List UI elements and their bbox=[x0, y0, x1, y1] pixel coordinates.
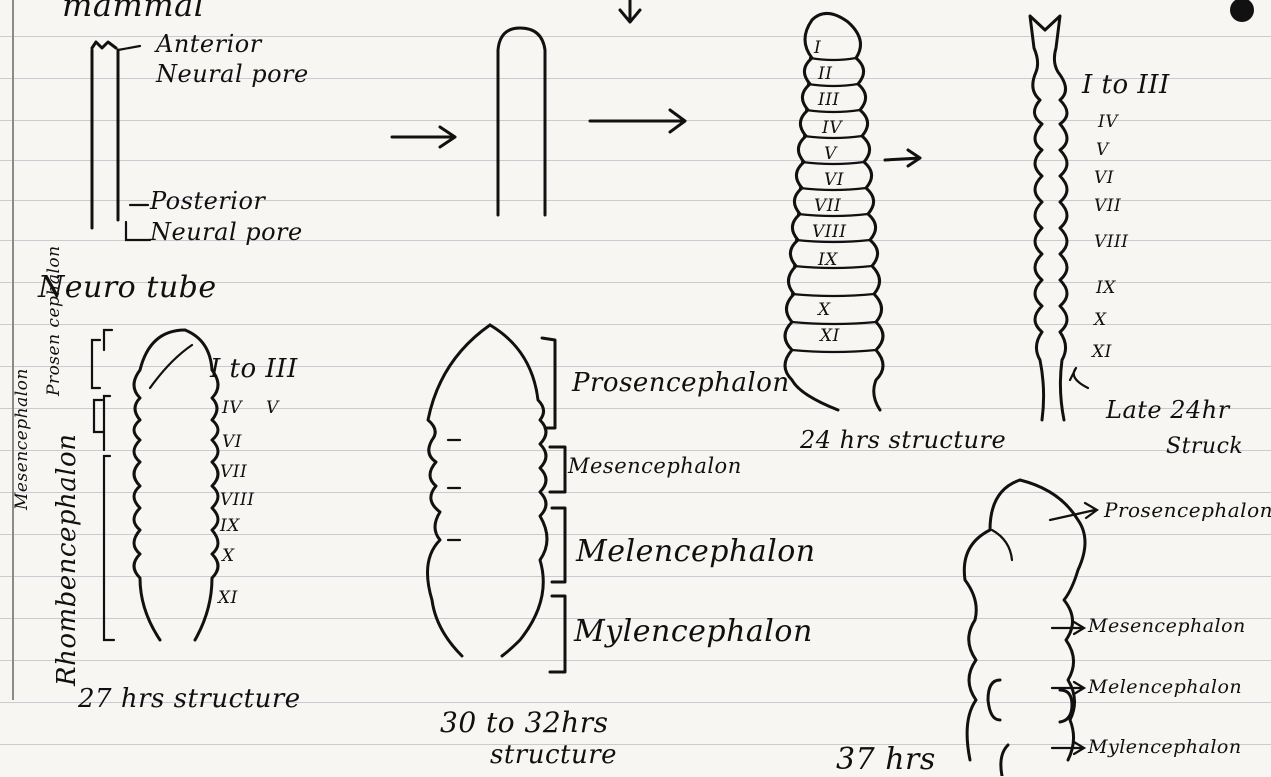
anterior-label: Anterior bbox=[156, 30, 262, 58]
caption-37hrs: 37 hrs bbox=[836, 742, 936, 777]
rhombencephalon-side-label: Rhombencephalon bbox=[52, 434, 82, 686]
tube-37hrs bbox=[964, 480, 1097, 776]
s27-somite-label: XI bbox=[218, 588, 238, 608]
arrow-1 bbox=[392, 127, 455, 147]
somite-label: I bbox=[814, 38, 821, 58]
s30-caption-b: structure bbox=[490, 740, 617, 770]
primitive-neural-tube bbox=[92, 42, 150, 240]
s27-somite-label: IV bbox=[222, 398, 242, 418]
tube-30-32hrs bbox=[428, 325, 566, 672]
s27-somite-label: X bbox=[222, 546, 235, 566]
s30-region-melencephalon: Melencephalon bbox=[576, 534, 816, 569]
somite-label: X bbox=[818, 300, 831, 320]
s30-region-mesencephalon: Mesencephalon bbox=[568, 454, 742, 478]
arrow-3 bbox=[885, 150, 920, 166]
down-arrow bbox=[620, 0, 640, 22]
prosencephalon-side-label: Prosen cephalon bbox=[44, 245, 64, 396]
posterior-label: Posterior bbox=[150, 187, 265, 215]
somite-label: V bbox=[824, 144, 837, 164]
s27-somite-label: V bbox=[266, 398, 279, 418]
somite-label: III bbox=[818, 90, 840, 110]
late24-somite-label: IX bbox=[1096, 278, 1116, 298]
late24-somite-label: VI bbox=[1094, 168, 1114, 188]
s30-region-prosencephalon: Prosencephalon bbox=[572, 368, 790, 398]
late24-range-label: I to III bbox=[1082, 70, 1170, 100]
late24-somite-label: X bbox=[1094, 310, 1107, 330]
s30-caption-a: 30 to 32hrs bbox=[440, 706, 608, 739]
s37-region-mesencephalon: Mesencephalon bbox=[1088, 615, 1246, 637]
closed-neural-tube bbox=[498, 28, 545, 215]
s37-region-mylencephalon: Mylencephalon bbox=[1088, 736, 1242, 758]
late24-somite-label: V bbox=[1096, 140, 1109, 160]
s37-region-prosencephalon: Prosencephalon bbox=[1104, 498, 1271, 522]
somite-label: IV bbox=[822, 118, 842, 138]
somite-label: VIII bbox=[812, 222, 846, 242]
somite-label: VII bbox=[814, 196, 841, 216]
late24-somite-label: VIII bbox=[1094, 232, 1128, 252]
late24-caption-b: Struck bbox=[1166, 434, 1243, 459]
caption-24hrs: 24 hrs structure bbox=[800, 426, 1006, 454]
somite-label: XI bbox=[820, 326, 840, 346]
late24-somite-label: XI bbox=[1092, 342, 1112, 362]
title-fragment: mammal bbox=[62, 0, 204, 24]
caption-27hrs: 27 hrs structure bbox=[78, 684, 301, 714]
posterior-neural-pore-label: Neural pore bbox=[150, 218, 303, 246]
s37-region-melencephalon: Melencephalon bbox=[1088, 676, 1242, 698]
anterior-neural-pore-label: Neural pore bbox=[156, 60, 309, 88]
s27-somite-label: VII bbox=[220, 462, 247, 482]
somite-label: VI bbox=[824, 170, 844, 190]
s27-somite-label: VI bbox=[222, 432, 242, 452]
late24-somite-label: VII bbox=[1094, 196, 1121, 216]
s27-range-label: I to III bbox=[210, 354, 298, 384]
s30-region-mylencephalon: Mylencephalon bbox=[574, 614, 813, 649]
late24-somite-label: IV bbox=[1098, 112, 1118, 132]
s27-somite-label: VIII bbox=[220, 490, 254, 510]
punch-hole bbox=[1230, 0, 1254, 22]
arrow-2 bbox=[590, 110, 685, 132]
tube-late-24hrs bbox=[1030, 16, 1088, 420]
s27-somite-label: IX bbox=[220, 516, 240, 536]
late24-caption-a: Late 24hr bbox=[1106, 396, 1230, 424]
somite-label: IX bbox=[818, 250, 838, 270]
tube-27hrs bbox=[92, 330, 218, 640]
neurotube-label: Neuro tube bbox=[38, 270, 217, 305]
somite-label: II bbox=[818, 64, 832, 84]
mesencephalon-side-label: Mesencephalon bbox=[12, 368, 32, 510]
